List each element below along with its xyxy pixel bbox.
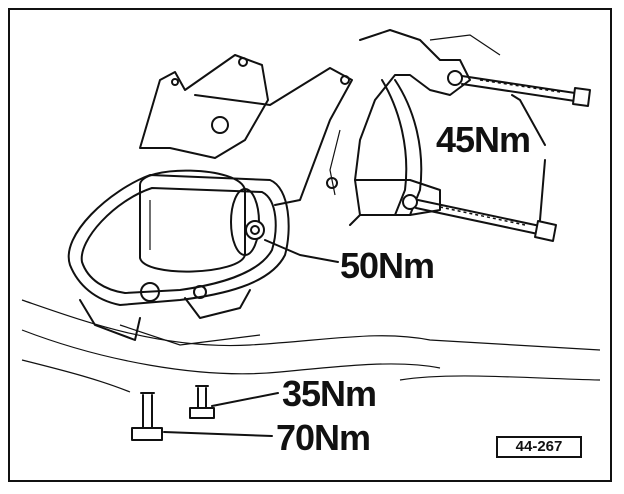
right-bracket <box>326 29 501 226</box>
center-bolt <box>245 220 265 240</box>
torque-label-45nm: 45Nm <box>436 119 531 160</box>
upper-bracket <box>139 54 353 206</box>
leader-lines <box>163 94 546 437</box>
torque-label-70nm: 70Nm <box>276 417 371 458</box>
torque-label-50nm: 50Nm <box>340 245 435 286</box>
lower-cradle <box>67 174 290 346</box>
long-bolt-lower <box>415 199 557 242</box>
long-bolt-upper <box>461 75 591 107</box>
subframe-outline <box>21 299 601 393</box>
small-bolt-35 <box>189 385 215 419</box>
mount-cylinder <box>139 169 260 273</box>
figure-reference-number: 44-267 <box>496 436 582 458</box>
small-bolt-70 <box>131 392 163 441</box>
torque-label-35nm: 35Nm <box>282 373 377 414</box>
figure-frame <box>8 8 612 482</box>
